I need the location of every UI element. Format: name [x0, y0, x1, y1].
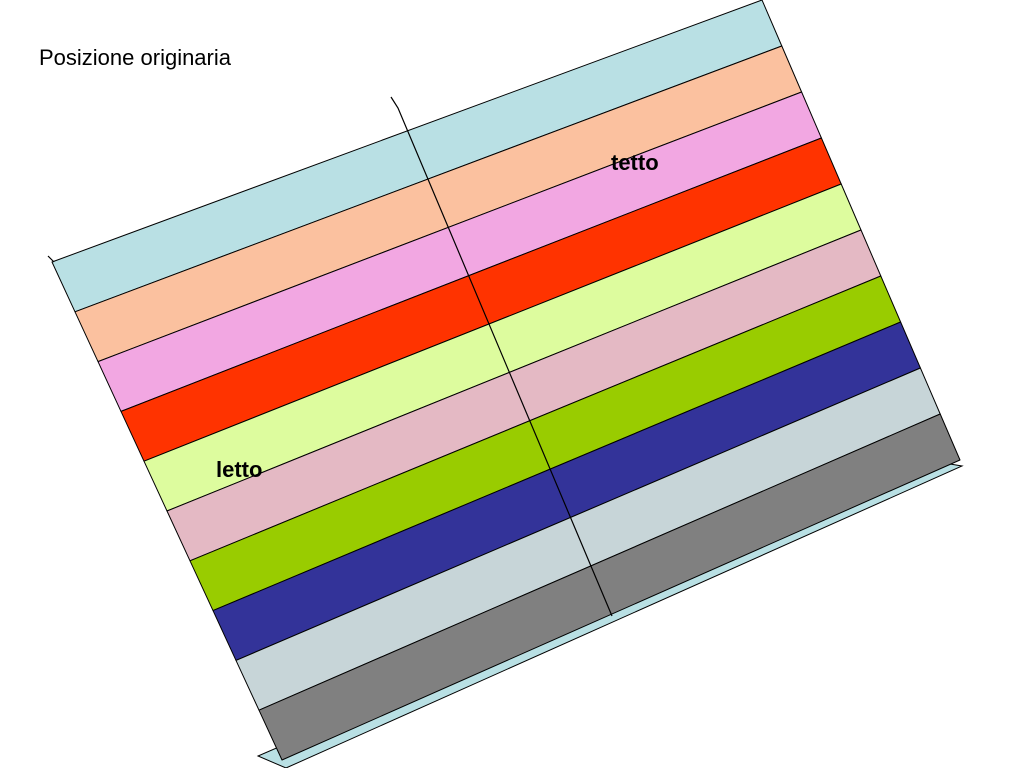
seam-line	[390, 96, 613, 617]
layer-bands	[51, 0, 961, 761]
left-edge-tick	[47, 255, 55, 263]
layer-band-10	[258, 413, 961, 761]
label-letto: letto	[216, 457, 263, 482]
page-title: Posizione originaria	[39, 45, 231, 70]
label-tetto: tetto	[611, 150, 659, 175]
